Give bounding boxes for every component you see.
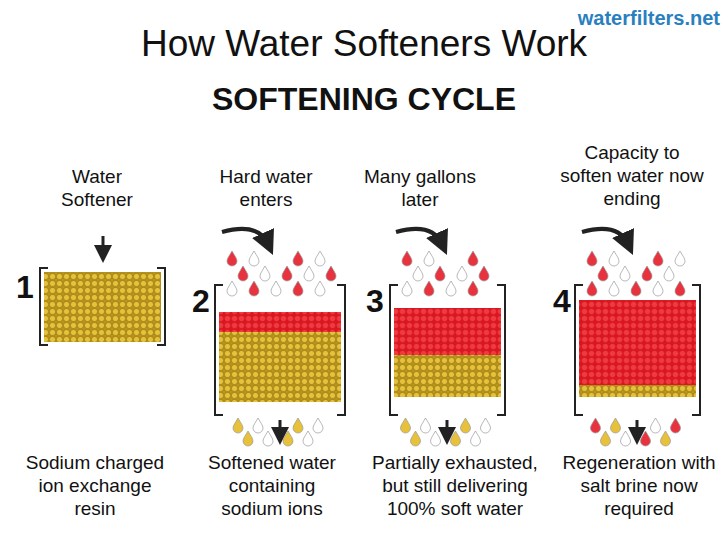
stage-caption: Partially exhausted, but still deliverin…: [360, 452, 550, 520]
water-drop: [421, 418, 431, 433]
water-drop: [293, 418, 303, 433]
water-drop: [315, 251, 325, 266]
water-drop: [461, 418, 471, 433]
water-drop: [675, 281, 685, 296]
flow-arrow: [222, 229, 268, 244]
water-drop: [233, 418, 243, 433]
resin-bed: [44, 272, 161, 342]
water-drop: [609, 281, 619, 296]
water-drop: [424, 251, 434, 266]
flow-arrow: [102, 236, 105, 254]
tank-bracket: [390, 285, 505, 415]
callout-number: 3: [366, 282, 390, 320]
watermark: waterfilters.net: [530, 6, 720, 30]
water-drop: [260, 266, 270, 281]
water-drop: [609, 251, 619, 266]
water-drop: [468, 281, 478, 296]
water-drop: [631, 281, 641, 296]
water-drop: [642, 266, 652, 281]
water-drop: [641, 431, 651, 446]
water-drop: [651, 418, 661, 433]
resin-bed: [219, 332, 341, 402]
water-drop: [313, 418, 323, 433]
flow-arrow: [446, 420, 449, 436]
callout-number: 1: [16, 268, 40, 306]
water-drop: [401, 418, 411, 433]
water-drop: [253, 418, 263, 433]
stage-caption: Regeneration with salt brine now require…: [557, 452, 721, 520]
flow-arrow: [396, 229, 442, 244]
stage-caption: Sodium charged ion exchange resin: [20, 452, 170, 520]
stage-heading: Capacity to soften water now ending: [557, 142, 707, 210]
water-drop: [293, 281, 303, 296]
water-drop: [468, 251, 478, 266]
water-drop: [413, 266, 423, 281]
water-drop: [587, 251, 597, 266]
tank-bracket: [575, 285, 700, 415]
water-drop: [238, 266, 248, 281]
callout-number: 2: [192, 282, 216, 320]
water-drops: [227, 251, 685, 446]
flow-arrow: [582, 229, 628, 244]
tank-bracket: [40, 268, 165, 345]
water-drop: [435, 266, 445, 281]
water-drop: [315, 281, 325, 296]
water-drop: [598, 266, 608, 281]
water-drop: [249, 251, 259, 266]
water-drop: [402, 251, 412, 266]
water-drop: [282, 266, 292, 281]
water-drop: [263, 431, 273, 446]
water-drop: [611, 418, 621, 433]
stage-caption: Softened water containing sodium ions: [197, 452, 347, 520]
water-drop: [227, 281, 237, 296]
water-drop: [293, 251, 303, 266]
water-drop: [671, 418, 681, 433]
water-drop: [653, 281, 663, 296]
stage-heading: Hard water enters: [206, 166, 326, 212]
water-drop: [411, 431, 421, 446]
exhausted-resin: [394, 308, 501, 355]
resin-bed: [579, 385, 696, 397]
water-drop: [620, 266, 630, 281]
water-drop: [621, 431, 631, 446]
stage-heading: Water Softener: [42, 166, 152, 212]
water-drop: [431, 431, 441, 446]
water-drop: [661, 431, 671, 446]
water-drop: [424, 281, 434, 296]
flow-arrow: [636, 420, 639, 436]
water-drop: [446, 281, 456, 296]
water-drop: [587, 281, 597, 296]
resin-bed: [394, 355, 501, 397]
water-drop: [283, 431, 293, 446]
callout-number: 4: [553, 282, 577, 320]
water-drop: [304, 266, 314, 281]
water-drop: [471, 431, 481, 446]
stage-heading: Many gallons later: [355, 166, 485, 212]
water-drop: [675, 251, 685, 266]
water-drop: [591, 418, 601, 433]
water-drop: [664, 266, 674, 281]
water-drop: [451, 431, 461, 446]
water-drop: [481, 418, 491, 433]
water-drop: [326, 266, 336, 281]
water-drop: [601, 431, 611, 446]
exhausted-resin: [579, 300, 696, 385]
flow-arrow: [279, 420, 282, 436]
water-drop: [271, 281, 281, 296]
water-drop: [653, 251, 663, 266]
water-drop: [402, 281, 412, 296]
water-drop: [479, 266, 489, 281]
water-drop: [249, 281, 259, 296]
water-drop: [243, 431, 253, 446]
tank-bracket: [215, 285, 345, 415]
exhausted-resin: [219, 312, 341, 332]
subtitle: SOFTENING CYCLE: [0, 80, 728, 118]
water-drop: [227, 251, 237, 266]
water-drop: [303, 431, 313, 446]
water-drop: [457, 266, 467, 281]
